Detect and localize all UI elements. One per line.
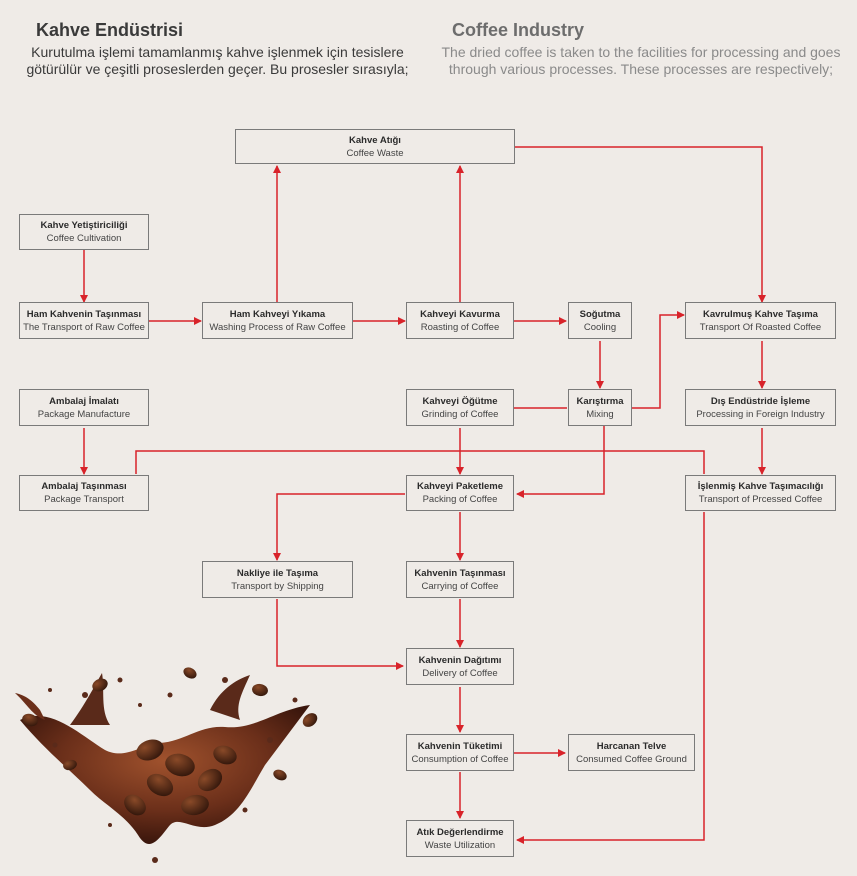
node-grinding: Kahveyi Öğütme Grinding of Coffee (406, 389, 514, 426)
node-mixing: Karıştırma Mixing (568, 389, 632, 426)
title-english: Coffee Industry (452, 20, 585, 40)
arrow-processed-to-utilization (516, 512, 705, 844)
arrow-shipping-to-delivery (276, 599, 404, 670)
node-shipping-en: Transport by Shipping (231, 580, 324, 592)
node-consumed-ground: Harcanan Telve Consumed Coffee Ground (568, 734, 695, 771)
node-consumption-en: Consumption of Coffee (411, 753, 509, 765)
node-raw-coffee-transport-en: The Transport of Raw Coffee (23, 321, 145, 333)
node-cooling-en: Cooling (583, 321, 617, 333)
node-coffee-waste: Kahve Atığı Coffee Waste (235, 129, 515, 164)
node-packing-en: Packing of Coffee (422, 494, 498, 505)
arrow-mixing-to-roasted-transport (632, 311, 685, 409)
node-mixing-tr: Karıştırma (576, 395, 624, 407)
node-coffee-cultivation: Kahve Yetiştiriciliği Coffee Cultivation (19, 214, 149, 250)
node-delivery: Kahvenin Dağıtımı Delivery of Coffee (406, 648, 514, 685)
node-mixing-en: Mixing (586, 408, 614, 420)
node-raw-coffee-transport: Ham Kahvenin Taşınması The Transport of … (19, 302, 149, 339)
node-grinding-tr: Kahveyi Öğütme (422, 395, 498, 407)
node-foreign-industry-tr: Dış Endüstride İşleme (710, 395, 811, 407)
node-delivery-en: Delivery of Coffee (422, 667, 498, 679)
node-carrying-tr: Kahvenin Taşınması (414, 567, 506, 579)
node-carrying-en: Carrying of Coffee (421, 580, 499, 592)
arrow-packing-to-shipping (273, 493, 405, 561)
coffee-splash-illustration (15, 667, 318, 863)
node-processed-coffee-transport: İşlenmiş Kahve Taşımacılığı Transport of… (685, 475, 836, 511)
node-package-manufacture: Ambalaj İmalatı Package Manufacture (19, 389, 149, 426)
node-cooling-tr: Soğutma (579, 308, 621, 320)
intro-turkish: Kurutulma işlemi tamamlanmış kahve işlen… (26, 44, 409, 77)
node-waste-utilization-tr: Atık Değerlendirme (416, 826, 504, 838)
node-consumed-ground-en: Consumed Coffee Ground (576, 753, 687, 765)
node-foreign-industry: Dış Endüstride İşleme Processing in Fore… (685, 389, 836, 426)
node-delivery-tr: Kahvenin Dağıtımı (418, 654, 502, 666)
node-roasting: Kahveyi Kavurma Roasting of Coffee (406, 302, 514, 339)
node-raw-coffee-transport-tr: Ham Kahvenin Taşınması (26, 308, 142, 320)
arrow-waste-to-roasted-transport (515, 146, 766, 303)
node-roasting-en: Roasting of Coffee (420, 321, 500, 333)
node-package-transport-tr: Ambalaj Taşınması (41, 481, 127, 492)
node-packing-tr: Kahveyi Paketleme (416, 481, 504, 492)
node-carrying: Kahvenin Taşınması Carrying of Coffee (406, 561, 514, 598)
node-roasted-coffee-transport-tr: Kavrulmuş Kahve Taşıma (703, 308, 818, 320)
node-package-transport-en: Package Transport (44, 494, 124, 505)
node-package-manufacture-en: Package Manufacture (37, 408, 131, 420)
node-processed-coffee-transport-tr: İşlenmiş Kahve Taşımacılığı (697, 481, 824, 492)
node-coffee-cultivation-en: Coffee Cultivation (46, 233, 122, 244)
node-shipping-tr: Nakliye ile Taşıma (236, 567, 319, 579)
node-coffee-cultivation-tr: Kahve Yetiştiriciliği (40, 220, 128, 231)
node-package-transport: Ambalaj Taşınması Package Transport (19, 475, 149, 511)
node-package-manufacture-tr: Ambalaj İmalatı (49, 395, 119, 407)
line-package-transport-to-processed (135, 450, 705, 474)
node-washing-tr: Ham Kahveyi Yıkama (229, 308, 326, 320)
arrow-mixing-to-packing (516, 424, 605, 498)
node-washing: Ham Kahveyi Yıkama Washing Process of Ra… (202, 302, 353, 339)
node-consumed-ground-tr: Harcanan Telve (596, 740, 667, 752)
title-turkish: Kahve Endüstrisi (36, 20, 184, 40)
node-processed-coffee-transport-en: Transport of Prcessed Coffee (698, 494, 823, 505)
node-coffee-waste-en: Coffee Waste (346, 147, 404, 159)
node-waste-utilization-en: Waste Utilization (424, 839, 496, 851)
node-washing-en: Washing Process of Raw Coffee (209, 321, 346, 333)
node-grinding-en: Grinding of Coffee (421, 408, 499, 420)
node-roasting-tr: Kahveyi Kavurma (420, 308, 500, 320)
node-coffee-waste-tr: Kahve Atığı (349, 134, 401, 146)
node-roasted-coffee-transport-en: Transport Of Roasted Coffee (699, 321, 822, 333)
intro-english: The dried coffee is taken to the facilit… (441, 44, 841, 77)
node-packing: Kahveyi Paketleme Packing of Coffee (406, 475, 514, 511)
node-foreign-industry-en: Processing in Foreign Industry (696, 408, 825, 420)
node-waste-utilization: Atık Değerlendirme Waste Utilization (406, 820, 514, 857)
node-consumption-tr: Kahvenin Tüketimi (417, 740, 503, 752)
node-consumption: Kahvenin Tüketimi Consumption of Coffee (406, 734, 514, 771)
node-cooling: Soğutma Cooling (568, 302, 632, 339)
node-roasted-coffee-transport: Kavrulmuş Kahve Taşıma Transport Of Roas… (685, 302, 836, 339)
node-shipping: Nakliye ile Taşıma Transport by Shipping (202, 561, 353, 598)
